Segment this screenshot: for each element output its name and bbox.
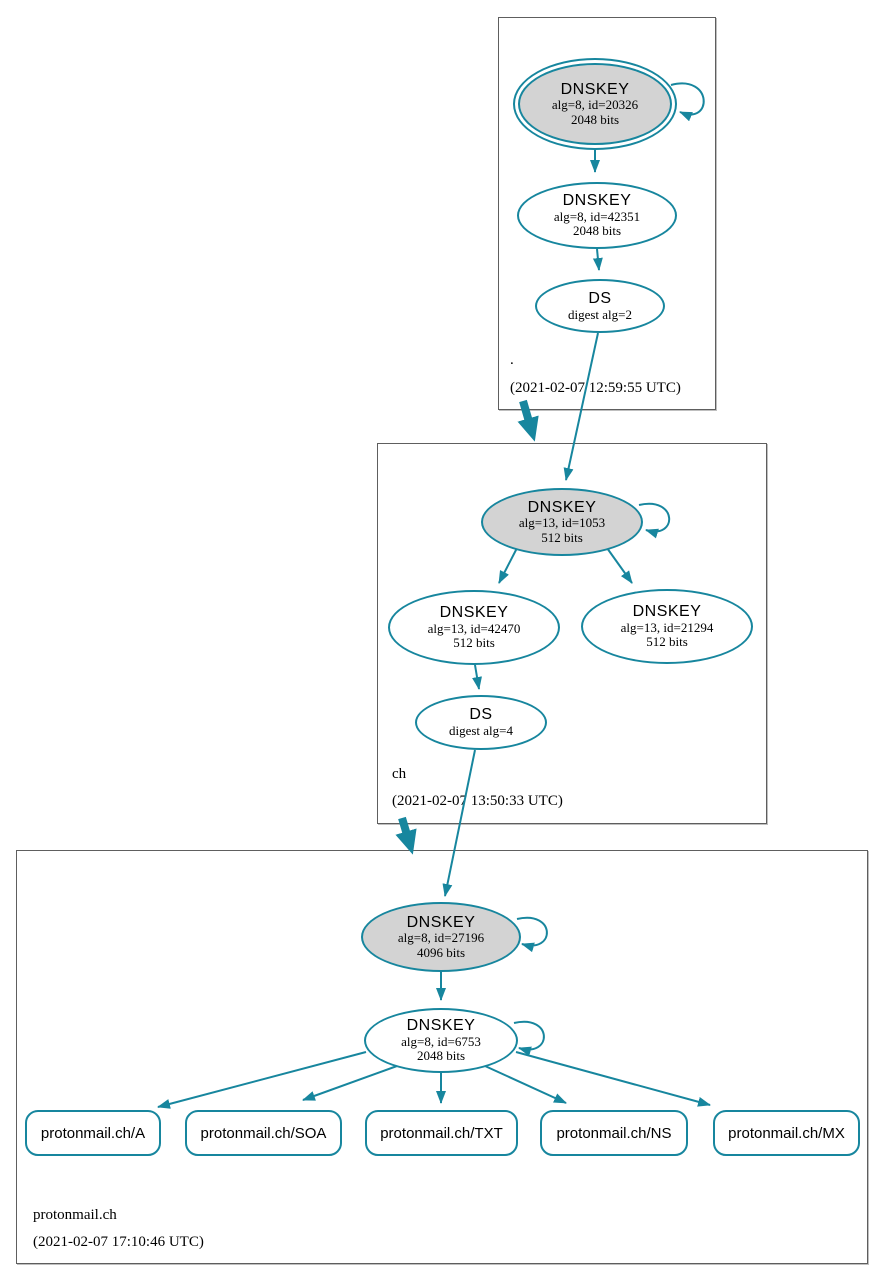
node-params: alg=8, id=27196 — [397, 930, 485, 946]
zone-timestamp-root: (2021-02-07 12:59:55 UTC) — [510, 380, 681, 396]
zone-name-root: . — [510, 352, 514, 368]
node-bits: 2048 bits — [572, 223, 622, 239]
node-type-label: DNSKEY — [406, 1017, 476, 1034]
ch-ds-node[interactable]: DS digest alg=4 — [415, 695, 547, 750]
root-ds-node[interactable]: DS digest alg=2 — [535, 279, 665, 333]
zone-box-root — [498, 17, 716, 410]
node-params: alg=8, id=42351 — [553, 208, 641, 224]
node-params: alg=13, id=42470 — [427, 620, 521, 636]
zone-timestamp-ch: (2021-02-07 13:50:33 UTC) — [392, 793, 563, 809]
node-bits: 512 bits — [541, 529, 583, 545]
ch-zsk1-dnskey-node[interactable]: DNSKEY alg=13, id=42470 512 bits — [388, 590, 560, 665]
ch-ksk-dnskey-node[interactable]: DNSKEY alg=13, id=1053 512 bits — [481, 488, 643, 556]
node-type-label: DS — [469, 706, 493, 724]
node-bits: 4096 bits — [416, 944, 466, 960]
zone-timestamp-protonmail-ch: (2021-02-07 17:10:46 UTC) — [33, 1234, 204, 1250]
node-type-label: DNSKEY — [439, 604, 509, 621]
node-bits: 2048 bits — [570, 111, 620, 127]
zone-name-ch: ch — [392, 766, 407, 782]
node-type-label: DS — [588, 289, 612, 307]
root-ksk-dnskey-node[interactable]: DNSKEY alg=8, id=20326 2048 bits — [513, 58, 677, 150]
node-params: alg=8, id=20326 — [551, 97, 639, 113]
root-ksk-dnskey-inner: DNSKEY alg=8, id=20326 2048 bits — [518, 63, 672, 145]
node-type-label: DNSKEY — [560, 80, 630, 98]
node-params: alg=8, id=6753 — [401, 1033, 481, 1049]
rrset-protonmail-ch-a[interactable]: protonmail.ch/A — [25, 1110, 161, 1156]
rrset-protonmail-ch-txt[interactable]: protonmail.ch/TXT — [365, 1110, 518, 1156]
node-bits: 2048 bits — [416, 1048, 466, 1064]
node-bits: 512 bits — [646, 634, 688, 650]
root-zsk-dnskey-node[interactable]: DNSKEY alg=8, id=42351 2048 bits — [517, 182, 677, 249]
rrset-protonmail-ch-ns[interactable]: protonmail.ch/NS — [540, 1110, 688, 1156]
node-type-label: DNSKEY — [632, 603, 702, 620]
protonmail-ksk-dnskey-node[interactable]: DNSKEY alg=8, id=27196 4096 bits — [361, 902, 521, 972]
node-type-label: DNSKEY — [527, 498, 597, 516]
node-params: alg=13, id=21294 — [620, 619, 714, 635]
zone-box-protonmail-ch — [16, 850, 868, 1264]
node-type-label: DNSKEY — [406, 913, 476, 931]
ch-zsk2-dnskey-node[interactable]: DNSKEY alg=13, id=21294 512 bits — [581, 589, 753, 664]
zone-name-protonmail-ch: protonmail.ch — [33, 1207, 117, 1223]
node-params: alg=13, id=1053 — [518, 515, 606, 531]
node-params: digest alg=4 — [448, 723, 514, 739]
protonmail-zsk-dnskey-node[interactable]: DNSKEY alg=8, id=6753 2048 bits — [364, 1008, 518, 1073]
rrset-protonmail-ch-soa[interactable]: protonmail.ch/SOA — [185, 1110, 342, 1156]
node-type-label: DNSKEY — [562, 192, 632, 209]
node-bits: 512 bits — [453, 635, 495, 651]
node-params: digest alg=2 — [567, 306, 633, 322]
rrset-protonmail-ch-mx[interactable]: protonmail.ch/MX — [713, 1110, 860, 1156]
